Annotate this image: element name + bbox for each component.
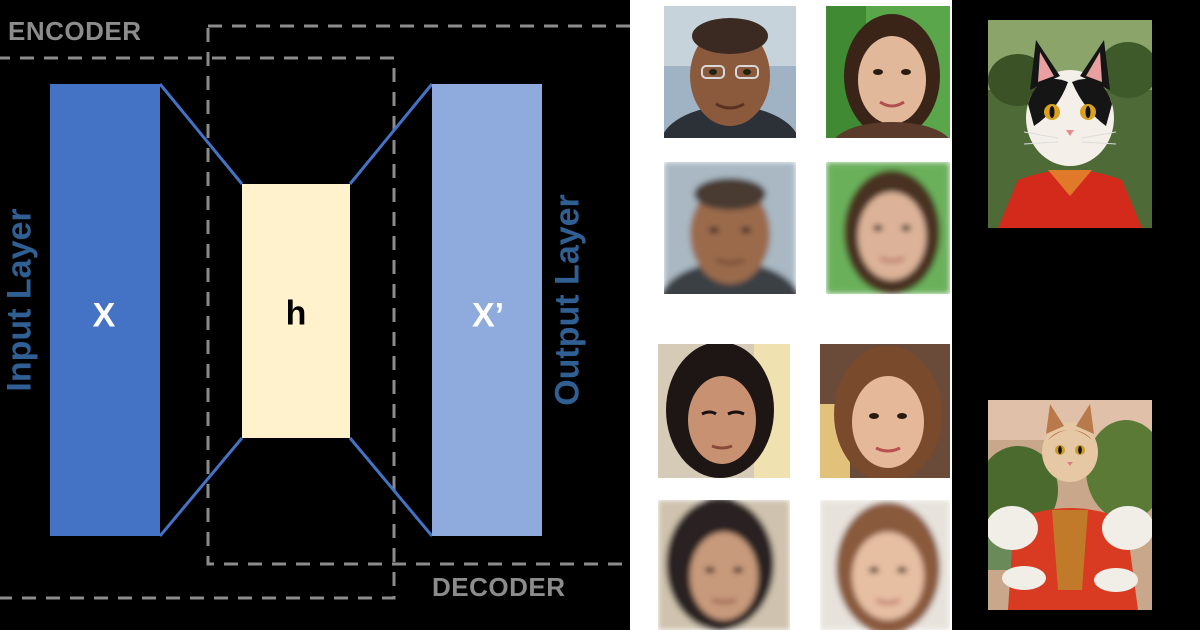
connector-input-top xyxy=(158,83,244,185)
decoder-label: DECODER xyxy=(432,572,566,602)
face-woman-brown-hair-icon xyxy=(820,344,950,478)
autoencoder-svg xyxy=(0,24,630,600)
encoder-dashed-box xyxy=(0,56,396,600)
face-woman-green-bg-icon xyxy=(826,6,950,138)
cat-portrait-red-gown-icon xyxy=(988,400,1152,610)
autoencoder-diagram: ENCODER DECODER Input Layer Output Layer… xyxy=(0,16,630,602)
input-layer-label: Input Layer xyxy=(0,208,39,392)
hidden-layer-block xyxy=(242,184,350,438)
face-girl-dark-hair-icon xyxy=(658,344,790,478)
input-layer-block xyxy=(50,84,160,536)
generated-cat-portraits xyxy=(952,0,1200,630)
face-reconstruction-grid xyxy=(630,0,952,630)
face-man-blurred-icon xyxy=(664,162,796,294)
face-girl-blurred-icon xyxy=(658,500,790,630)
input-symbol: X xyxy=(92,296,116,335)
output-symbol: X’ xyxy=(471,296,505,335)
connector-output-top xyxy=(348,83,434,185)
connector-input-bottom xyxy=(158,437,244,537)
connector-output-bottom xyxy=(348,437,434,537)
cat-portrait-red-dress-icon xyxy=(988,20,1152,228)
face-woman-blurred-icon xyxy=(826,162,950,294)
output-layer-label: Output Layer xyxy=(548,194,587,406)
encoder-label: ENCODER xyxy=(8,16,142,46)
output-layer-block xyxy=(432,84,542,536)
decoder-dashed-box xyxy=(206,24,630,566)
face-woman-brown-blurred-icon xyxy=(820,500,950,630)
face-man-glasses-icon xyxy=(664,6,796,138)
hidden-symbol: h xyxy=(285,294,307,333)
